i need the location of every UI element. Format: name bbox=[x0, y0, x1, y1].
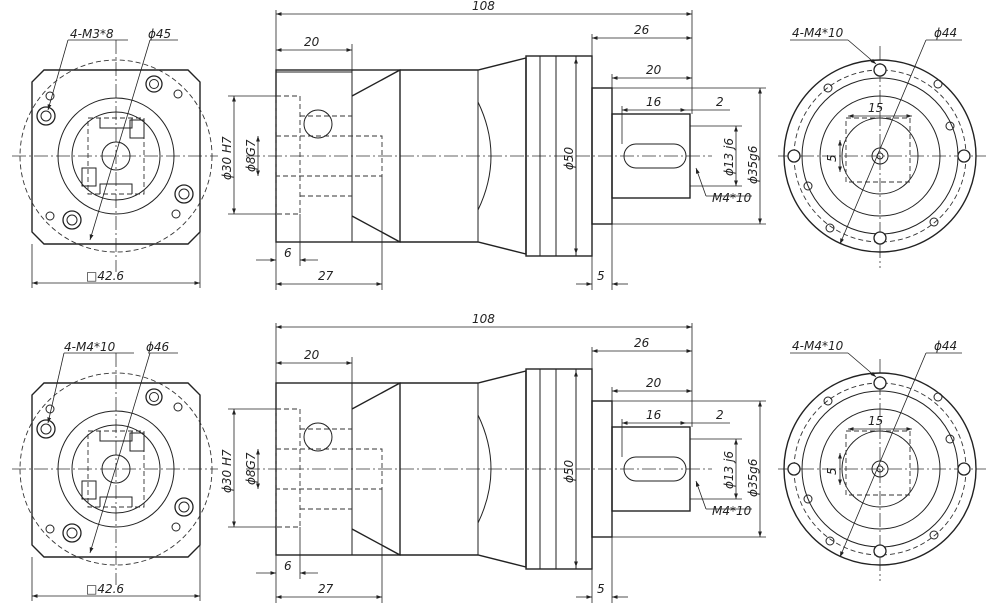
shaft-diameter: ϕ13 j6 bbox=[722, 451, 736, 489]
bottom-length: 27 bbox=[318, 582, 334, 596]
drawing-top: 4-M3*8 ϕ45 □42.6 bbox=[12, 0, 986, 290]
output-dim-15: 15 bbox=[868, 414, 883, 428]
input-pcd-label: ϕ45 bbox=[148, 27, 171, 41]
tap-label: M4*10 bbox=[712, 504, 752, 518]
body-diameter: ϕ50 bbox=[562, 459, 576, 483]
output-dim-5: 5 bbox=[825, 467, 839, 475]
flange-thickness: 5 bbox=[597, 582, 605, 596]
key-length: 20 bbox=[646, 63, 662, 77]
input-holes-label: 4-M3*8 bbox=[70, 27, 114, 41]
input-flange-view: 4-M3*8 ϕ45 □42.6 bbox=[12, 27, 218, 288]
output-pcd-label: ϕ44 bbox=[934, 26, 957, 40]
pilot-diameter: ϕ35g6 bbox=[746, 145, 760, 184]
side-view: 108 20 26 20 16 2 ϕ30 H7 ϕ8G7 ϕ50 bbox=[220, 0, 766, 290]
key-width: 16 bbox=[646, 95, 662, 109]
overall-length: 108 bbox=[472, 312, 495, 326]
side-view: 108 20 26 20 16 2 ϕ30 H7 ϕ8G7 ϕ50 bbox=[220, 312, 766, 603]
shaft-extension: 26 bbox=[634, 23, 650, 37]
input-depth: 20 bbox=[304, 348, 320, 362]
output-dim-15: 15 bbox=[868, 101, 883, 115]
shaft-diameter: ϕ13 j6 bbox=[722, 138, 736, 176]
input-square-label: □42.6 bbox=[86, 582, 124, 596]
drawing-bottom: 4-M4*10 ϕ46 □42.6 bbox=[12, 312, 986, 603]
input-bore: ϕ8G7 bbox=[244, 452, 258, 485]
key-length: 20 bbox=[646, 376, 662, 390]
body-diameter: ϕ50 bbox=[562, 146, 576, 170]
flange-thickness: 5 bbox=[597, 269, 605, 283]
shaft-extension: 26 bbox=[634, 336, 650, 350]
bore-diameter: ϕ30 H7 bbox=[220, 449, 234, 493]
tap-label: M4*10 bbox=[712, 191, 752, 205]
input-depth: 20 bbox=[304, 35, 320, 49]
input-holes-label: 4-M4*10 bbox=[64, 340, 116, 354]
key-offset: 2 bbox=[716, 95, 724, 109]
pilot-diameter: ϕ35g6 bbox=[746, 458, 760, 497]
output-holes-label: 4-M4*10 bbox=[792, 26, 844, 40]
bottom-left: 6 bbox=[284, 559, 292, 573]
input-bore: ϕ8G7 bbox=[244, 139, 258, 172]
input-flange-view: 4-M4*10 ϕ46 □42.6 bbox=[12, 340, 218, 601]
bottom-left: 6 bbox=[284, 246, 292, 260]
output-flange-view: 4-M4*10 ϕ44 15 5 bbox=[778, 339, 986, 581]
output-dim-5: 5 bbox=[825, 154, 839, 162]
output-flange-view: 4-M4*10 ϕ44 15 5 bbox=[778, 26, 986, 268]
overall-length: 108 bbox=[472, 0, 495, 13]
input-square-label: □42.6 bbox=[86, 269, 124, 283]
bore-diameter: ϕ30 H7 bbox=[220, 136, 234, 180]
output-pcd-label: ϕ44 bbox=[934, 339, 957, 353]
output-holes-label: 4-M4*10 bbox=[792, 339, 844, 353]
bottom-length: 27 bbox=[318, 269, 334, 283]
input-pcd-label: ϕ46 bbox=[146, 340, 170, 354]
key-width: 16 bbox=[646, 408, 662, 422]
key-offset: 2 bbox=[716, 408, 724, 422]
